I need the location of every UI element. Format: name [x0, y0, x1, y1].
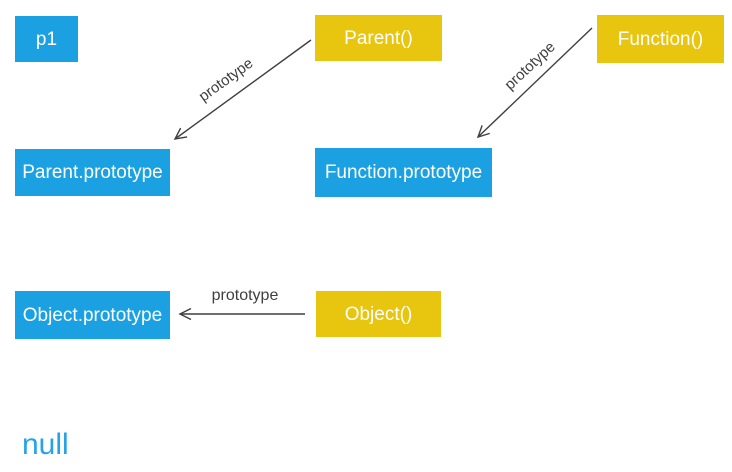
node-object-constructor: Object() — [316, 291, 441, 337]
node-object-prototype: Object.prototype — [15, 291, 170, 339]
node-p1: p1 — [15, 16, 78, 62]
node-function-constructor: Function() — [597, 15, 724, 63]
node-parent-prototype: Parent.prototype — [15, 149, 170, 196]
node-parent-constructor: Parent() — [315, 15, 442, 61]
null-terminal-label: null — [22, 428, 69, 461]
edge-parent-prototype-arrow — [173, 39, 312, 140]
edge-label-object-prototype: prototype — [211, 287, 279, 304]
edge-label-parent-prototype: prototype — [195, 54, 257, 106]
edge-label-function-prototype: prototype — [501, 38, 559, 94]
node-function-prototype: Function.prototype — [315, 148, 492, 197]
edge-function-prototype-arrow — [476, 27, 593, 139]
